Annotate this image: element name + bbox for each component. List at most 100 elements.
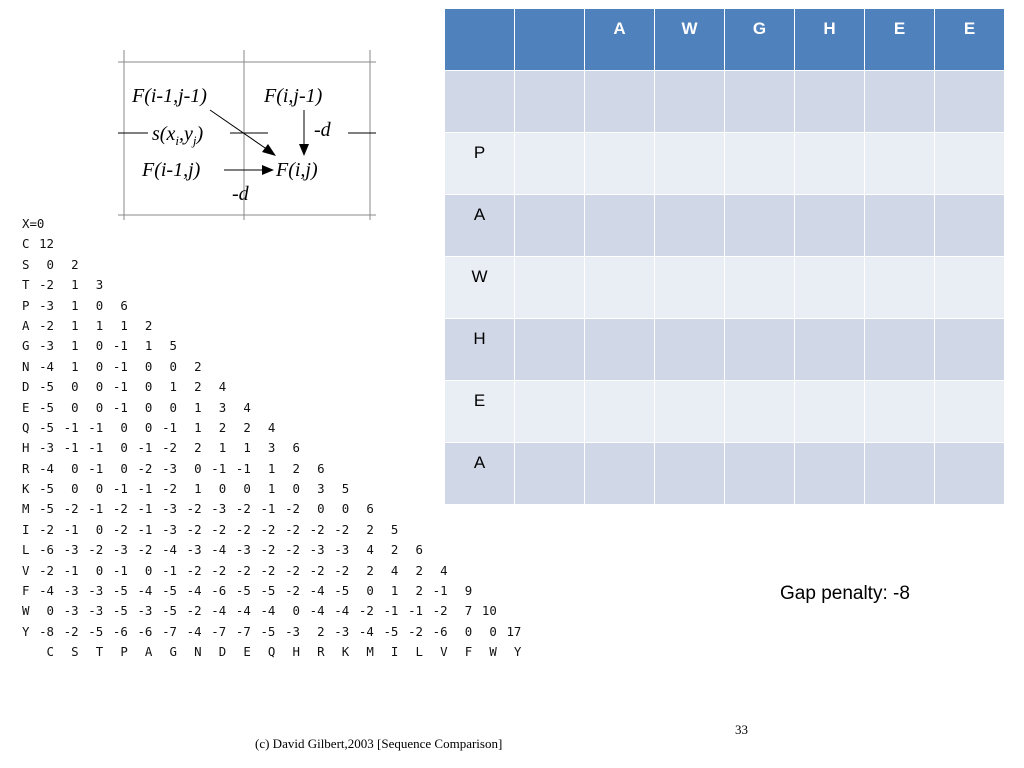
matrix-cell: -6 — [137, 623, 153, 639]
matrix-cell: 1 — [194, 399, 202, 415]
dp-cell — [864, 318, 935, 381]
matrix-cell: 1 — [267, 481, 276, 497]
matrix-cell: 2 — [243, 419, 251, 435]
matrix-cell: -2 — [112, 501, 128, 517]
dp-cell — [724, 70, 795, 133]
matrix-cell: 0 — [194, 460, 202, 476]
matrix-row-label: R — [22, 460, 30, 476]
dp-cell — [584, 70, 655, 133]
matrix-cell: -2 — [186, 501, 202, 517]
matrix-cell: -6 — [112, 623, 128, 639]
matrix-cell: -3 — [162, 521, 177, 537]
matrix-row-label: H — [22, 440, 30, 456]
matrix-row-label: D — [22, 379, 30, 395]
matrix-cell: -5 — [162, 603, 177, 619]
matrix-cell: 2 — [366, 562, 374, 578]
matrix-cell: -1 — [137, 521, 153, 537]
dp-cell — [514, 380, 585, 443]
matrix-cell: 0 — [120, 460, 128, 476]
matrix-cell: -1 — [112, 399, 128, 415]
matrix-column-label: T — [95, 644, 104, 660]
matrix-cell: 9 — [464, 583, 473, 599]
matrix-cell: -3 — [63, 542, 79, 558]
matrix-cell: 0 — [341, 501, 350, 517]
matrix-cell: 0 — [71, 379, 79, 395]
dp-row-label: P — [444, 132, 515, 195]
matrix-cell: -2 — [112, 521, 128, 537]
matrix-cell: 0 — [120, 440, 128, 456]
matrix-cell: 0 — [144, 419, 153, 435]
matrix-cell: -7 — [211, 623, 227, 639]
matrix-column-label: E — [243, 644, 251, 660]
matrix-cell: 3 — [317, 481, 325, 497]
dp-row: A — [444, 442, 1005, 505]
dp-cell — [864, 70, 935, 133]
matrix-cell: 0 — [464, 623, 473, 639]
matrix-cell: -3 — [63, 583, 79, 599]
matrix-column-label: I — [390, 644, 399, 660]
matrix-cell: -3 — [309, 542, 325, 558]
matrix-cell: -2 — [39, 277, 54, 293]
matrix-column-label: L — [415, 644, 423, 660]
matrix-cell: 2 — [390, 542, 399, 558]
matrix-cell: -5 — [334, 583, 350, 599]
matrix-cell: 2 — [144, 317, 153, 333]
matrix-cell: 0 — [243, 481, 251, 497]
matrix-cell: 6 — [317, 460, 325, 476]
matrix-cell: -2 — [285, 501, 300, 517]
dp-cell — [794, 256, 865, 319]
matrix-cell: -1 — [162, 562, 177, 578]
dp-cell — [584, 380, 655, 443]
matrix-cell: -2 — [235, 501, 251, 517]
matrix-cell: -2 — [285, 583, 300, 599]
matrix-row-label: T — [22, 277, 30, 293]
matrix-cell: -3 — [39, 338, 54, 354]
matrix-cell: 1 — [95, 317, 104, 333]
matrix-cell: 0 — [144, 562, 153, 578]
dp-cell — [934, 380, 1005, 443]
gap-penalty: Gap penalty: -8 — [780, 583, 910, 604]
matrix-cell: -2 — [260, 521, 276, 537]
vertical-arrowhead — [299, 144, 309, 156]
matrix-cell: 0 — [120, 419, 128, 435]
dp-cell — [794, 70, 865, 133]
dp-cell — [514, 132, 585, 195]
matrix-cell: -2 — [63, 501, 79, 517]
dp-cell — [654, 442, 725, 505]
matrix-cell: -5 — [112, 583, 128, 599]
matrix-cell: -1 — [432, 583, 448, 599]
matrix-cell: 1 — [71, 358, 79, 374]
matrix-cell: -3 — [39, 440, 54, 456]
matrix-cell: 0 — [71, 481, 79, 497]
matrix-row-label: A — [22, 317, 30, 333]
dp-cell — [584, 318, 655, 381]
matrix-cell: -2 — [137, 542, 153, 558]
matrix-cell: 4 — [218, 379, 227, 395]
matrix-row-label: K — [22, 481, 30, 497]
matrix-cell: -3 — [334, 542, 350, 558]
dp-row-label: A — [444, 442, 515, 505]
matrix-row-label: Q — [22, 419, 30, 435]
matrix-cell: 0 — [317, 501, 325, 517]
matrix-cell: -2 — [39, 317, 54, 333]
matrix-cell: -8 — [39, 623, 54, 639]
matrix-cell: 17 — [506, 623, 522, 639]
dp-column-header — [444, 8, 515, 71]
matrix-cell: 0 — [71, 399, 79, 415]
matrix-cell: -1 — [211, 460, 227, 476]
dp-row — [444, 70, 1005, 133]
dp-cell — [724, 318, 795, 381]
dp-column-header — [514, 8, 585, 71]
dp-row-label — [444, 70, 515, 133]
matrix-cell: 2 — [194, 440, 202, 456]
matrix-cell: -1 — [112, 481, 128, 497]
matrix-cell: -3 — [88, 603, 104, 619]
matrix-cell: 7 — [464, 603, 473, 619]
dp-cell — [794, 318, 865, 381]
matrix-cell: -5 — [39, 379, 54, 395]
matrix-cell: -1 — [112, 358, 128, 374]
matrix-cell: -3 — [39, 297, 54, 313]
matrix-cell: -1 — [63, 419, 79, 435]
dp-cell — [794, 442, 865, 505]
